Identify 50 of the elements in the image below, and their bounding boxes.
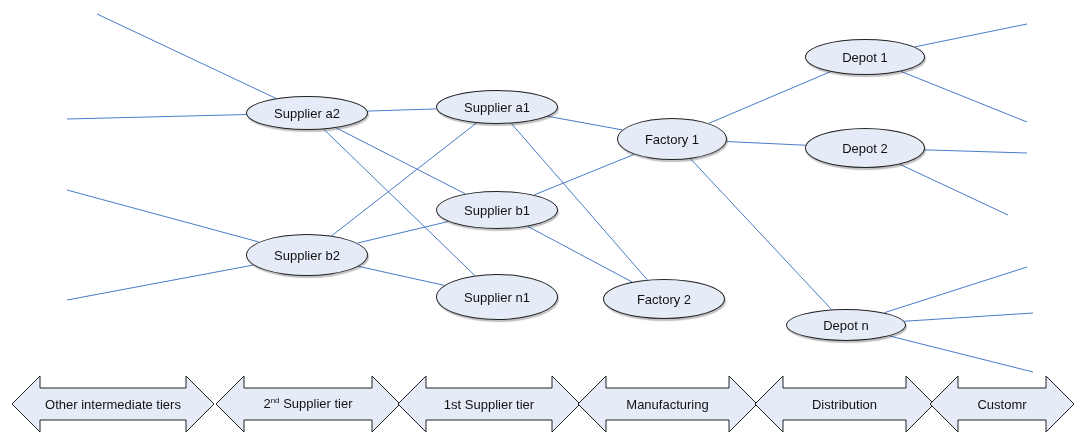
connector-line <box>914 23 1028 48</box>
connector-line <box>900 70 1028 123</box>
node-label: Supplier n1 <box>464 289 530 305</box>
connector-line <box>708 71 831 124</box>
node-label: Depot 2 <box>842 140 888 156</box>
connector-line <box>510 123 648 281</box>
double-arrow-band <box>930 376 1074 432</box>
connector-line <box>357 265 445 286</box>
node-label: Other intermediate tiers <box>45 396 181 412</box>
node-label: 1st Supplier tier <box>443 396 535 412</box>
node-label: Factory 2 <box>636 291 692 307</box>
connector-line <box>335 127 466 195</box>
double-arrow-band <box>398 376 580 432</box>
node-label: Depot n <box>823 317 869 333</box>
node-ellipse <box>246 234 368 276</box>
node-ellipse <box>786 309 906 341</box>
node-label: Supplier a1 <box>464 99 530 115</box>
double-arrow-band <box>755 376 934 432</box>
connector-line <box>367 108 437 112</box>
node-ellipse <box>436 191 558 229</box>
connector-line <box>66 189 260 243</box>
connector-line <box>903 312 1034 322</box>
double-arrow-band <box>12 376 214 432</box>
connector-line <box>924 149 1028 154</box>
node-label: Customr <box>977 396 1027 412</box>
connector-line <box>356 221 449 244</box>
node-label: Supplier b1 <box>464 202 530 218</box>
connector-line <box>547 115 623 131</box>
node-label: Supplier a2 <box>274 105 340 121</box>
node-label: 2$^{nd}$ Supplier tier <box>263 396 353 412</box>
connector-line <box>889 335 1034 373</box>
double-arrow-band <box>578 376 757 432</box>
node-label: Distribution <box>812 396 877 412</box>
node-label: Manufacturing <box>626 396 709 412</box>
connector-line <box>883 266 1028 314</box>
node-label: Factory 1 <box>644 131 700 147</box>
node-ellipse <box>617 118 727 160</box>
double-arrow-band <box>216 376 400 432</box>
connector-line <box>527 225 633 283</box>
connector-line <box>726 141 807 146</box>
node-ellipse <box>436 90 558 124</box>
connector-line <box>690 158 832 310</box>
connector-line <box>533 153 635 196</box>
node-label: Supplier b2 <box>274 247 340 263</box>
connector-line <box>96 13 277 99</box>
connector-line <box>899 163 1009 216</box>
node-label: Depot 1 <box>842 49 888 65</box>
connector-line <box>66 264 254 301</box>
connector-line <box>66 114 247 120</box>
node-ellipse <box>805 39 925 75</box>
